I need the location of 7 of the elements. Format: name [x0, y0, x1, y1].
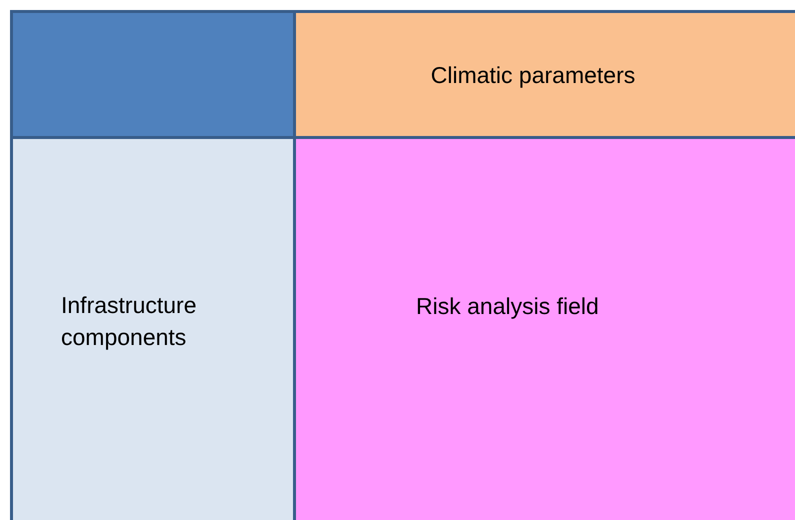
header-corner-cell [10, 10, 296, 139]
cell-label: Infrastructure components [61, 291, 198, 352]
analysis-cell [293, 136, 795, 520]
cell-label: Risk analysis field [416, 292, 599, 321]
row-header-cell [10, 136, 296, 520]
column-header-cell [293, 10, 795, 139]
cell-label: Climatic parameters [430, 60, 636, 90]
